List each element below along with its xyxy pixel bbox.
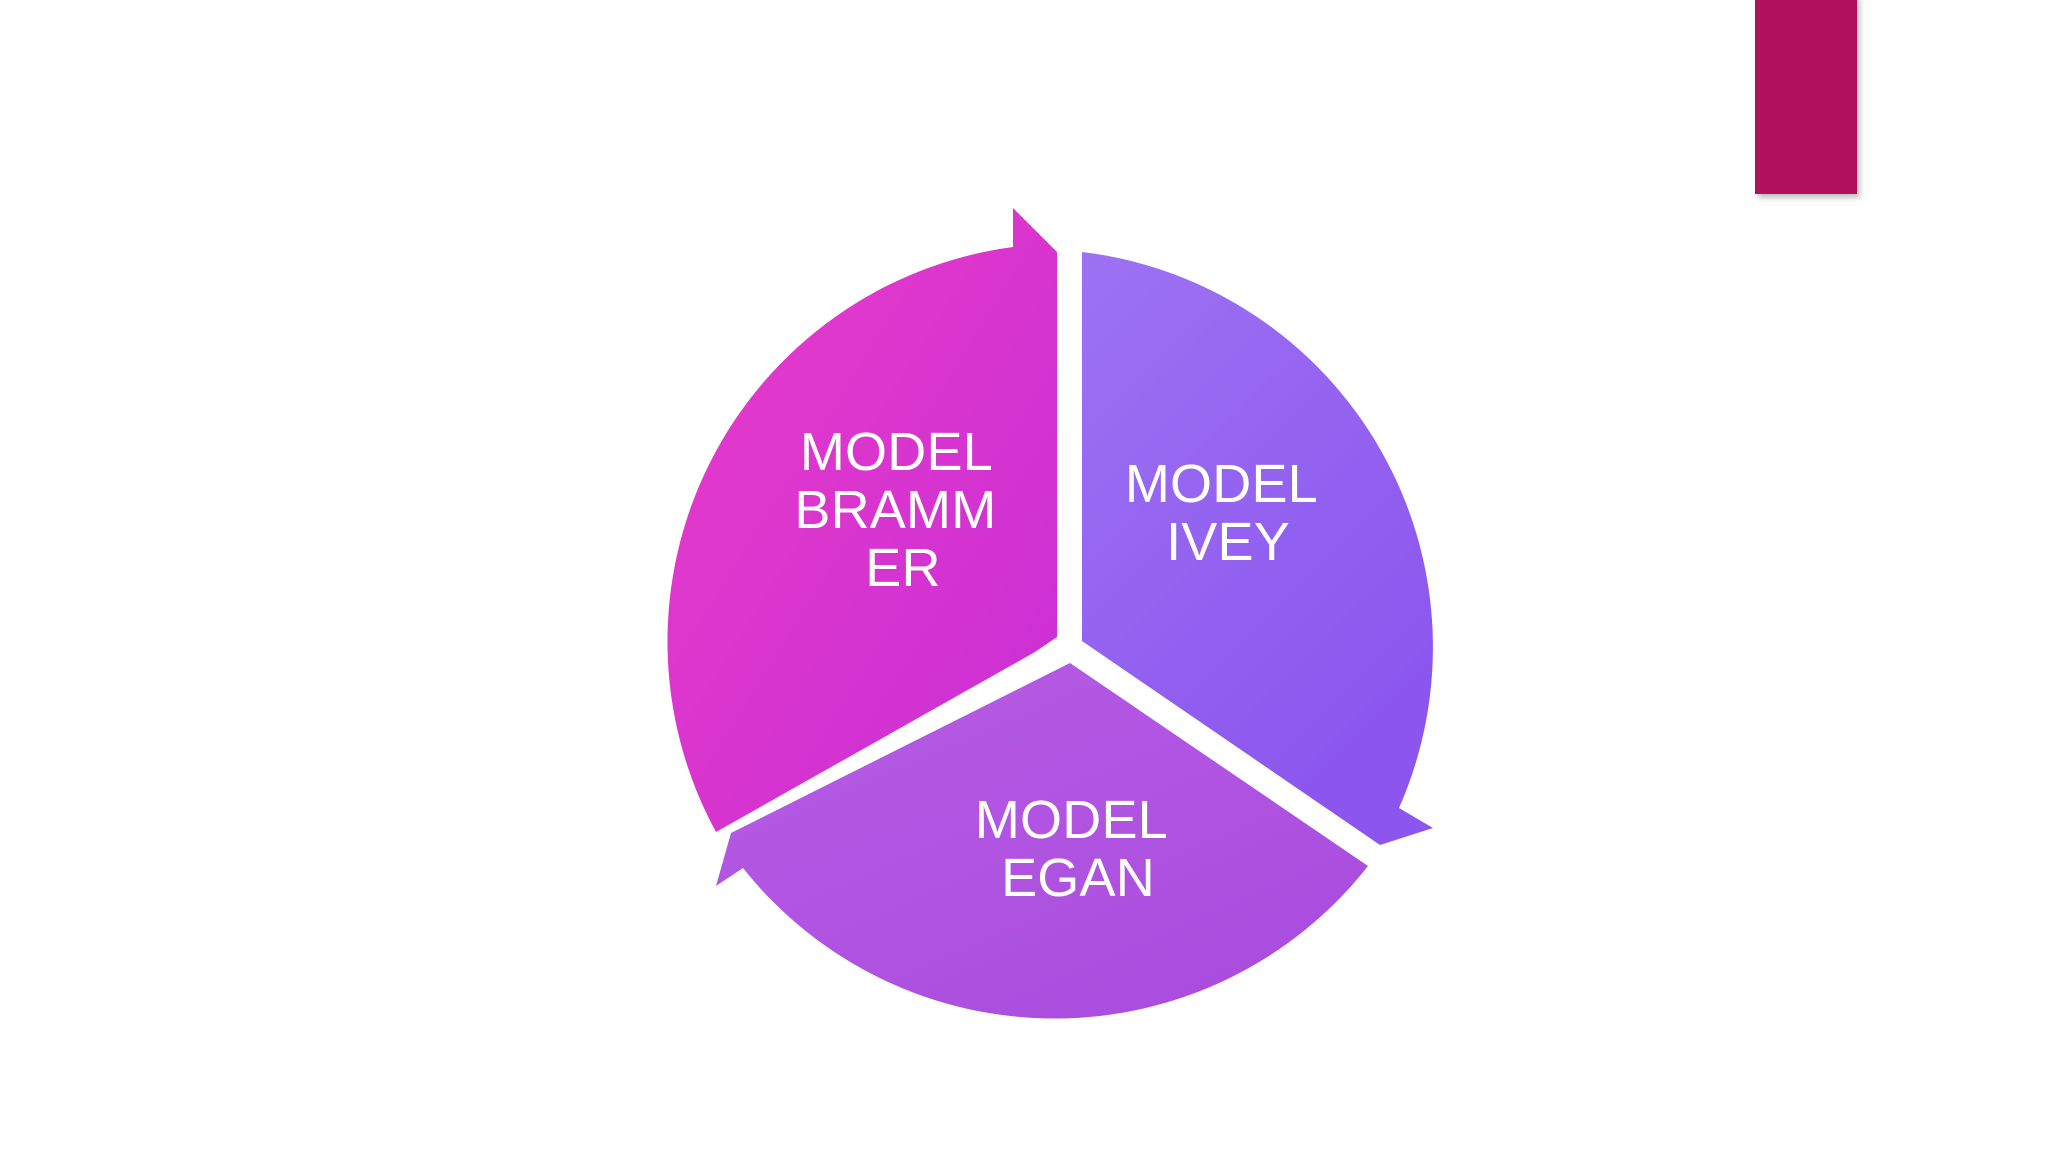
svg-text:MODEL IVEY: MODEL IVEY [1125, 454, 1331, 572]
svg-text:MODEL BRAMM: MODEL BRAMM ER [794, 422, 1011, 598]
brammer-label-line-3: ER [865, 538, 940, 598]
ivey-label-line-1: MODEL [1125, 454, 1317, 514]
svg-text:MODEL EGAN: MODEL EGAN [975, 790, 1181, 908]
ivey-label-line-2: IVEY [1166, 512, 1290, 572]
cycle-segment-ivey[interactable] [1082, 252, 1433, 845]
cycle-segment-brammer[interactable] [667, 208, 1057, 832]
cycle-segment-ivey-shape [1082, 252, 1433, 845]
brammer-label-line-2: BRAMM [794, 480, 996, 540]
cycle-segment-egan-label: MODEL EGAN [975, 790, 1181, 908]
cycle-segment-brammer-label: MODEL BRAMM ER [794, 422, 1011, 598]
cycle-segment-egan-shape [716, 663, 1368, 1019]
cycle-segment-egan[interactable] [716, 663, 1368, 1019]
decorative-accent-bar [1755, 0, 1857, 194]
egan-label-line-2: EGAN [1001, 848, 1155, 908]
cycle-segment-ivey-label: MODEL IVEY [1125, 454, 1331, 572]
cycle-segment-brammer-shape [667, 208, 1057, 832]
brammer-label-line-1: MODEL [800, 422, 992, 482]
egan-label-line-1: MODEL [975, 790, 1167, 850]
